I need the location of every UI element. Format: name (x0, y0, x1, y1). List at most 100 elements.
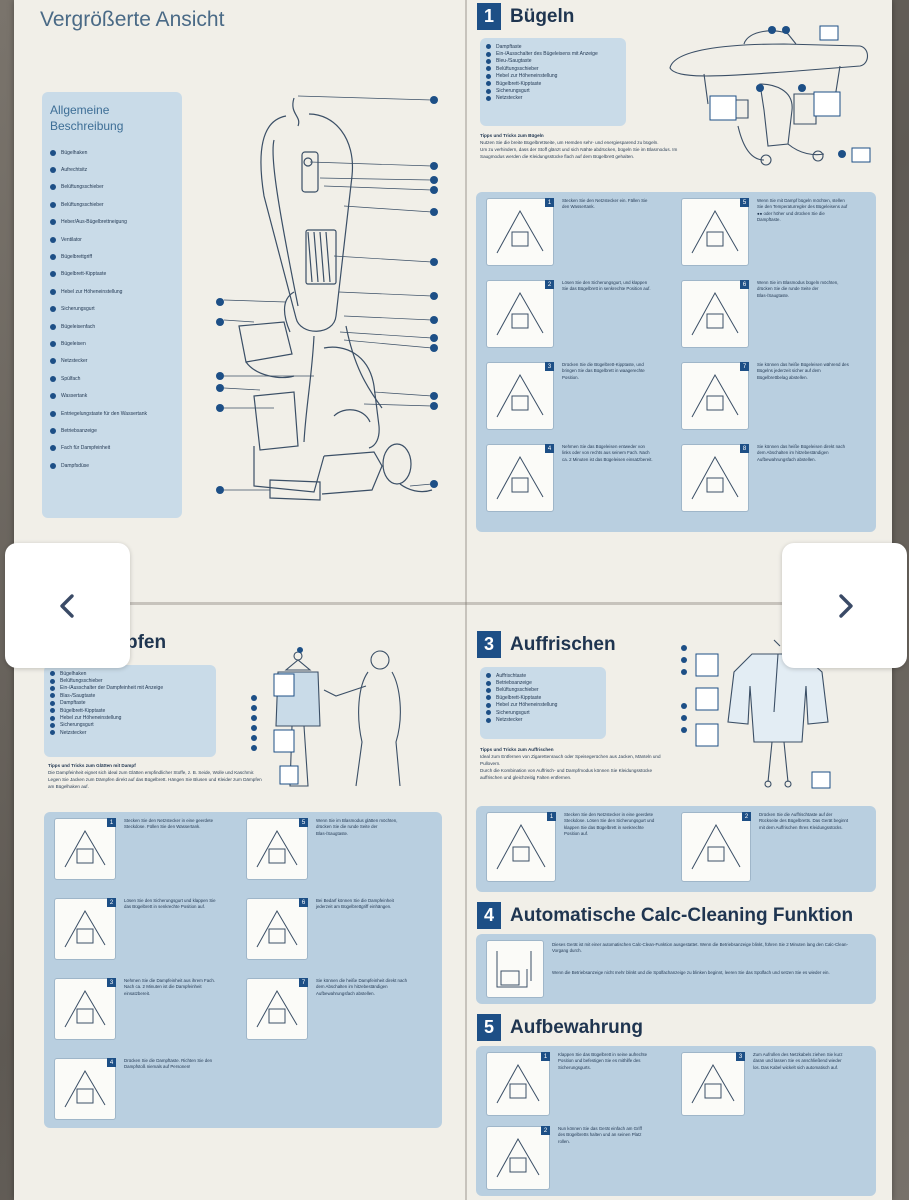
legend-label: Dampftaste (60, 700, 86, 707)
step-text: Drücken Sie die Bügelbrett-Kipptaste, un… (562, 362, 645, 380)
step-illustration: 1 (486, 812, 556, 882)
panel-calc-clean: Dieses Gerät ist mit einer automatischen… (476, 934, 876, 1004)
legend-label: Hebel zur Höheneinstellung (496, 702, 558, 709)
legend-label: Bügelbrett-Kipptaste (496, 80, 542, 87)
legend-item: Ventilator (50, 231, 174, 248)
step-text: Klappen Sie das Bügelbrett in seine aufr… (558, 1052, 648, 1070)
legend-item: Hebel zur Höheneinstellung (50, 283, 174, 300)
legend-label: Sicherungsgurt (60, 722, 94, 729)
legend-item: Sicherungsgurt (486, 87, 620, 94)
step-text: Bei Bedarf können Sie die Dampfeinheit j… (316, 898, 394, 910)
legend-marker (50, 254, 56, 261)
legend-marker (50, 427, 56, 434)
calc-clean-image (486, 940, 544, 998)
legend-marker (486, 44, 491, 50)
legend-label: Sicherungsgurt (61, 306, 95, 313)
section-2-heading: pfen (126, 632, 166, 654)
legend-marker (50, 236, 56, 243)
refresh-illustration (681, 639, 831, 789)
legend-item: Dampftaste (50, 700, 210, 707)
legend-marker (50, 678, 55, 684)
section-title: Auffrischen (510, 633, 616, 655)
section-number: 5 (477, 1014, 501, 1041)
legend-title: Allgemeine Beschreibung (50, 103, 124, 133)
legend-item: Netzstecker (50, 353, 174, 370)
legend-label: Blas-/Saugtaste (60, 692, 96, 699)
tip-item: Die Dampfeinheit eignet sich ideal zum G… (48, 770, 255, 775)
previous-image-button[interactable] (5, 543, 130, 668)
legend-label: Bügelbrett-Kipptaste (61, 271, 107, 278)
legend-label: Hebel zur Höheneinstellung (61, 288, 123, 295)
legend-marker (50, 219, 56, 226)
step-number: 1 (541, 1052, 550, 1061)
legend-marker (486, 73, 491, 79)
step-number: 7 (299, 978, 308, 987)
step-illustration: 3 (486, 362, 554, 430)
step-illustration: 7 (681, 362, 749, 430)
legend-label: Bügelbrett-Kipptaste (496, 694, 542, 701)
legend-item: Bügelhaken (50, 144, 174, 161)
legend-marker (50, 730, 55, 736)
step-illustration: 7 (246, 978, 308, 1040)
step-illustration: 1 (486, 1052, 550, 1116)
legend-item: Sicherungsgurt (50, 301, 174, 318)
legend-marker (50, 445, 56, 452)
legend-marker (50, 323, 56, 330)
legend-label: Bügelbrett-Kipptaste (60, 707, 106, 714)
legend-marker (50, 700, 55, 706)
legend-item: Netzstecker (50, 729, 210, 736)
legend-marker (486, 695, 491, 701)
legend-item: Hebel zur Höheneinstellung (50, 714, 210, 721)
ironing-board-illustration (669, 25, 871, 166)
step-text: Lösen Sie den Sicherungsgurt, und klappe… (562, 280, 651, 292)
chevron-right-icon (838, 593, 853, 618)
tips-ironing: Tipps und Tricks zum Bügeln Nutzen Sie d… (480, 132, 680, 160)
legend-item: Betriebsanzeige (486, 679, 600, 686)
step-text: Drücken Sie die Dampftaste. Richten Sie … (124, 1058, 213, 1070)
legend-marker (486, 95, 491, 101)
step-illustration: 6 (246, 898, 308, 960)
step-number: 6 (299, 898, 308, 907)
legend-item: Blas-/Saugtaste (50, 692, 210, 699)
legend-label: Dampftaste (496, 43, 522, 50)
legend-item: Belüftungsschieber (486, 65, 620, 72)
tip-item: Legen Sie Jacken zum Dämpfen direkt auf … (48, 777, 262, 789)
step-text: Nehmen Sie die Dampfeinheit aus ihrem Fa… (124, 978, 216, 996)
next-image-button[interactable] (782, 543, 907, 668)
legend-label: Ein-/Ausschalter des Bügeleisens mit Anz… (496, 51, 598, 58)
legend-label: Belüftungsschieber (61, 201, 104, 208)
legend-label: Wassertank (61, 393, 88, 400)
legend-item: Bügelbrett-Kipptaste (50, 707, 210, 714)
legend-marker (50, 462, 56, 469)
device-diagram (216, 95, 438, 501)
legend-item: Bleu-/Saugtaste (486, 58, 620, 65)
legend-item: Belüftungsschieber (50, 677, 210, 684)
legend-marker (486, 66, 491, 72)
step-illustration: 6 (681, 280, 749, 348)
legend-item: Netzstecker (486, 95, 620, 102)
legend-marker (486, 717, 491, 723)
legend-item: Hebel zur Höheneinstellung (486, 73, 620, 80)
legend-label: Ein-/Ausschalter der Dampfeinheit mit An… (60, 685, 164, 692)
legend-marker (50, 708, 55, 714)
legend-label: Belüftungsschieber (496, 687, 539, 694)
legend-item: Auffrischtaste (486, 672, 600, 679)
legend-marker (50, 306, 56, 313)
section-title: Aufbewahrung (510, 1016, 643, 1038)
section-1-heading: 1 Bügeln (477, 3, 574, 30)
manual-sheet: Vergrößerte Ansicht Allgemeine Beschreib… (14, 0, 892, 1200)
step-illustration: 1 (54, 818, 116, 880)
step-illustration: 5 (246, 818, 308, 880)
step-number: 2 (107, 898, 116, 907)
